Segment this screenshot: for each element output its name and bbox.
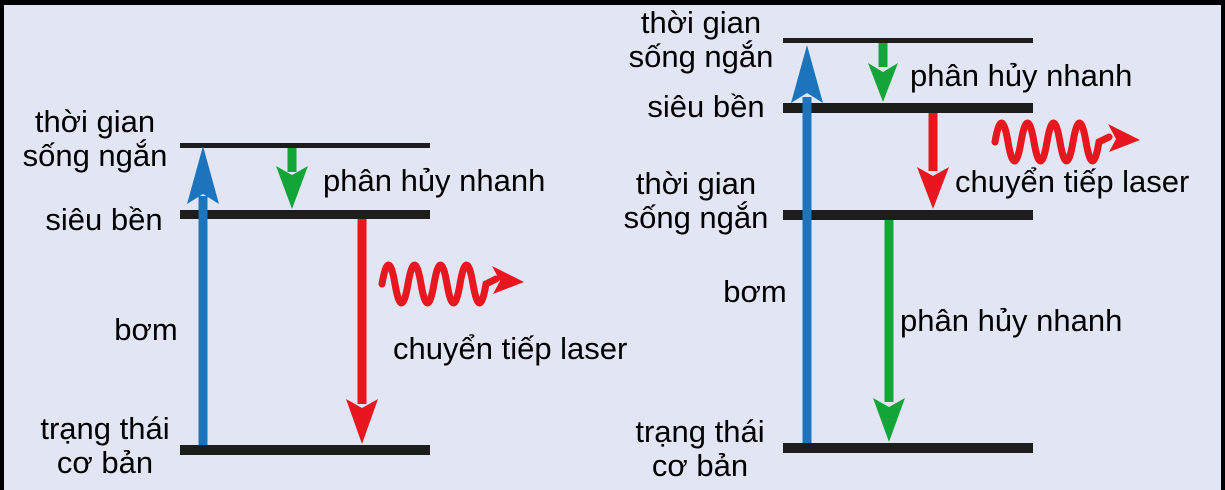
- frame-top-edge: [0, 0, 1225, 5]
- four-level-diagram: [783, 38, 1140, 453]
- pump-arrow: [187, 146, 219, 445]
- laser-transition-label: chuyển tiếp laser: [955, 164, 1190, 199]
- top-level-label: thời gian sống ngắn: [628, 5, 774, 74]
- photon-wave-icon: [991, 119, 1140, 165]
- photon-wave-icon: [378, 261, 524, 307]
- laser-transition-label: chuyển tiếp laser: [393, 331, 628, 366]
- fast-decay-upper-arrow: [868, 43, 898, 102]
- level-line-ground: [180, 445, 430, 455]
- fast-decay-arrow: [276, 148, 308, 209]
- metastable-level-label: siêu bền: [45, 202, 163, 237]
- frame-left-edge: [0, 0, 4, 490]
- metastable-level-label: siêu bền: [647, 89, 765, 124]
- fast-decay-upper-label: phân hủy nhanh: [910, 58, 1133, 93]
- pump-arrow: [791, 45, 823, 443]
- laser-transition-arrow: [346, 219, 378, 444]
- laser-transition-arrow: [917, 113, 949, 209]
- level-line-ground: [783, 443, 1033, 453]
- level-line-lower-short-lifetime: [783, 210, 1033, 220]
- top-level-label: thời gian sống ngắn: [22, 104, 168, 173]
- three-level-diagram: [180, 143, 524, 455]
- ground-level-label: trạng thái cơ bản: [40, 411, 170, 480]
- level-line-top-short-lifetime: [783, 38, 1033, 43]
- frame-right-edge: [1221, 0, 1225, 490]
- fast-decay-lower-arrow: [873, 220, 905, 442]
- level-line-metastable: [783, 103, 1033, 113]
- fast-decay-lower-label: phân hủy nhanh: [900, 303, 1123, 338]
- level-line-metastable: [180, 210, 430, 219]
- fast-decay-label: phân hủy nhanh: [323, 163, 546, 198]
- level-line-top-short-lifetime: [180, 143, 430, 148]
- lower-level-label: thời gian sống ngắn: [623, 166, 769, 235]
- pump-label: bơm: [114, 312, 178, 347]
- ground-level-label: trạng thái cơ bản: [635, 414, 765, 483]
- pump-label: bơm: [723, 274, 787, 309]
